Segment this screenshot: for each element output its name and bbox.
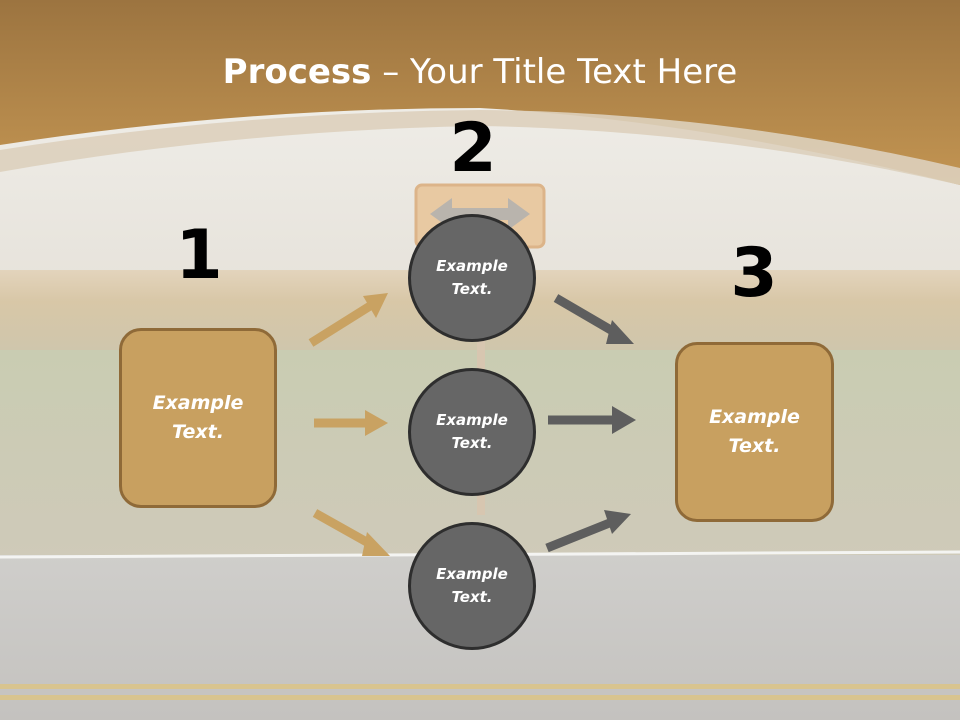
step-2-circle-middle: Example Text. (408, 368, 536, 496)
circle-text: Example Text. (436, 411, 508, 452)
step-1-box: Example Text. (119, 328, 277, 508)
circle-text: Example Text. (436, 257, 508, 298)
circle-text: Example Text. (436, 565, 508, 606)
arrow-1-to-top (308, 293, 388, 347)
arrow-1-to-bottom (312, 509, 390, 556)
step-number-1: 1 (175, 216, 223, 295)
arrow-middle-to-3 (548, 406, 636, 434)
step-2-circle-top: Example Text. (408, 214, 536, 342)
slide-title: Process – Your Title Text Here (0, 52, 960, 92)
step-2-circle-bottom: Example Text. (408, 522, 536, 650)
step-number-2: 2 (449, 109, 497, 188)
step-number-3: 3 (730, 234, 778, 313)
title-bold: Process (222, 52, 372, 92)
arrow-bottom-to-3 (545, 510, 631, 553)
arrow-top-to-3 (553, 294, 634, 344)
step-3-box: Example Text. (675, 342, 834, 522)
step-1-text: Example Text. (152, 392, 244, 443)
title-separator: – (371, 52, 411, 92)
step-3-text: Example Text. (709, 406, 800, 457)
arrow-1-to-middle (314, 410, 388, 436)
title-rest: Your Title Text Here (410, 52, 738, 92)
